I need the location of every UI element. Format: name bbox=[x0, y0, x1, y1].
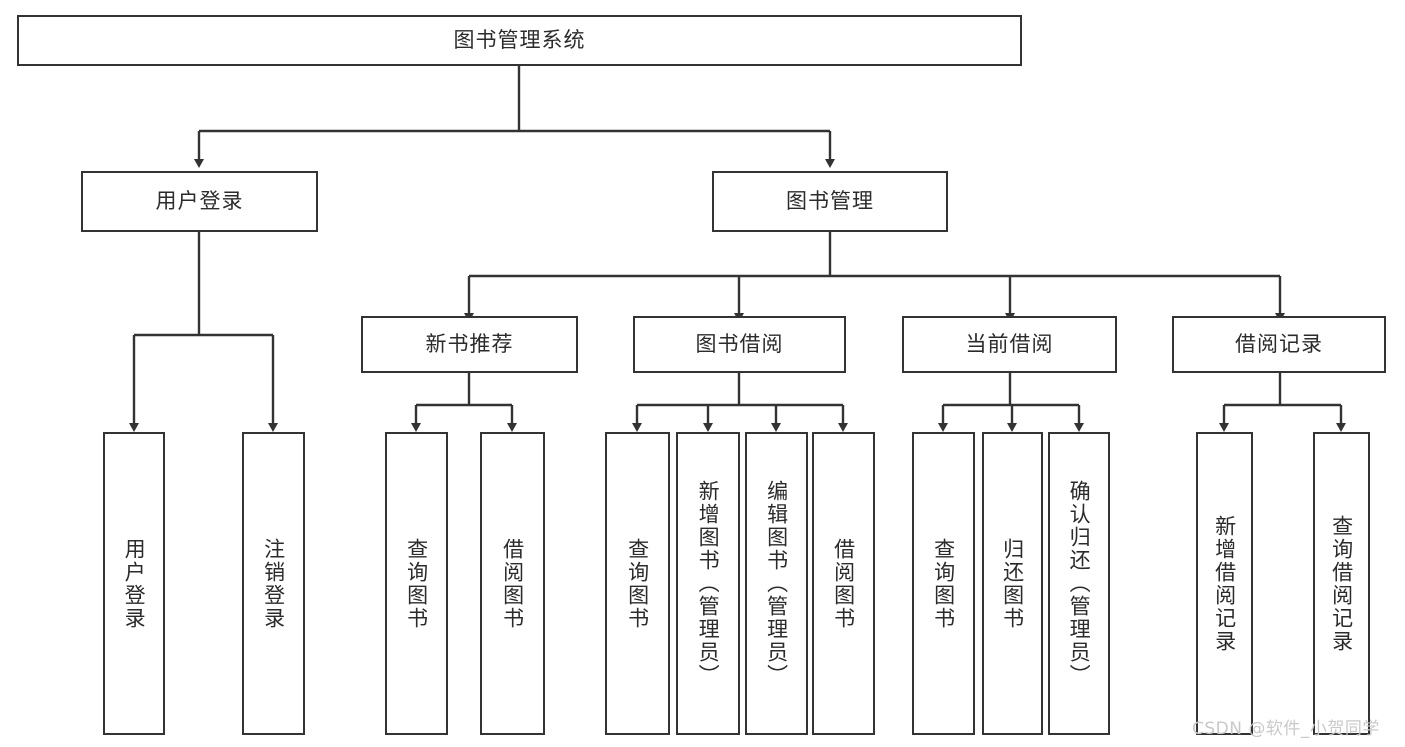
node-user-login-label: 用户登录 bbox=[155, 188, 244, 213]
leaf-recommend-query-book[interactable]: 查询图书 bbox=[385, 432, 448, 735]
leaf-record-query-record[interactable]: 查询借阅记录 bbox=[1313, 432, 1370, 735]
leaf-user-login-logout[interactable]: 注销登录 bbox=[242, 432, 305, 735]
leaf-label: 新增借阅记录 bbox=[1212, 514, 1237, 653]
node-root[interactable]: 图书管理系统 bbox=[17, 15, 1022, 66]
leaf-label: 归还图书 bbox=[1000, 537, 1025, 630]
csdn-watermark: CSDN @软件_小贺同学 bbox=[1192, 719, 1380, 739]
node-new-book-recommend[interactable]: 新书推荐 bbox=[361, 316, 578, 373]
node-new-book-recommend-label: 新书推荐 bbox=[425, 331, 514, 356]
leaf-label: 新增图书（管理员） bbox=[696, 480, 721, 687]
leaf-current-return-book[interactable]: 归还图书 bbox=[982, 432, 1043, 735]
leaf-borrow-borrow-book[interactable]: 借阅图书 bbox=[812, 432, 875, 735]
leaf-label: 借阅图书 bbox=[500, 537, 525, 630]
leaf-label: 查询借阅记录 bbox=[1329, 514, 1354, 653]
node-current-borrow[interactable]: 当前借阅 bbox=[902, 316, 1117, 373]
node-borrow-record[interactable]: 借阅记录 bbox=[1172, 316, 1386, 373]
leaf-label: 用户登录 bbox=[122, 537, 147, 630]
leaf-borrow-add-book-admin[interactable]: 新增图书（管理员） bbox=[676, 432, 740, 735]
leaf-label: 确认归还（管理员） bbox=[1067, 480, 1092, 687]
leaf-borrow-edit-book-admin[interactable]: 编辑图书（管理员） bbox=[745, 432, 808, 735]
leaf-current-confirm-return-admin[interactable]: 确认归还（管理员） bbox=[1048, 432, 1110, 735]
leaf-label: 查询图书 bbox=[404, 537, 429, 630]
leaf-record-add-record[interactable]: 新增借阅记录 bbox=[1196, 432, 1253, 735]
leaf-recommend-borrow-book[interactable]: 借阅图书 bbox=[480, 432, 545, 735]
leaf-label: 编辑图书（管理员） bbox=[764, 480, 789, 687]
node-user-login[interactable]: 用户登录 bbox=[81, 171, 318, 232]
leaf-label: 查询图书 bbox=[625, 537, 650, 630]
node-book-borrow-label: 图书借阅 bbox=[695, 331, 784, 356]
leaf-label: 查询图书 bbox=[931, 537, 956, 630]
node-book-management[interactable]: 图书管理 bbox=[712, 171, 948, 232]
node-root-label: 图书管理系统 bbox=[453, 27, 586, 52]
node-book-borrow[interactable]: 图书借阅 bbox=[633, 316, 846, 373]
leaf-borrow-query-book[interactable]: 查询图书 bbox=[605, 432, 670, 735]
leaf-label: 注销登录 bbox=[261, 537, 286, 630]
node-current-borrow-label: 当前借阅 bbox=[965, 331, 1054, 356]
node-book-management-label: 图书管理 bbox=[786, 188, 874, 213]
leaf-label: 借阅图书 bbox=[831, 537, 856, 630]
node-borrow-record-label: 借阅记录 bbox=[1235, 331, 1323, 356]
leaf-user-login-login[interactable]: 用户登录 bbox=[103, 432, 165, 735]
leaf-current-query-book[interactable]: 查询图书 bbox=[912, 432, 975, 735]
